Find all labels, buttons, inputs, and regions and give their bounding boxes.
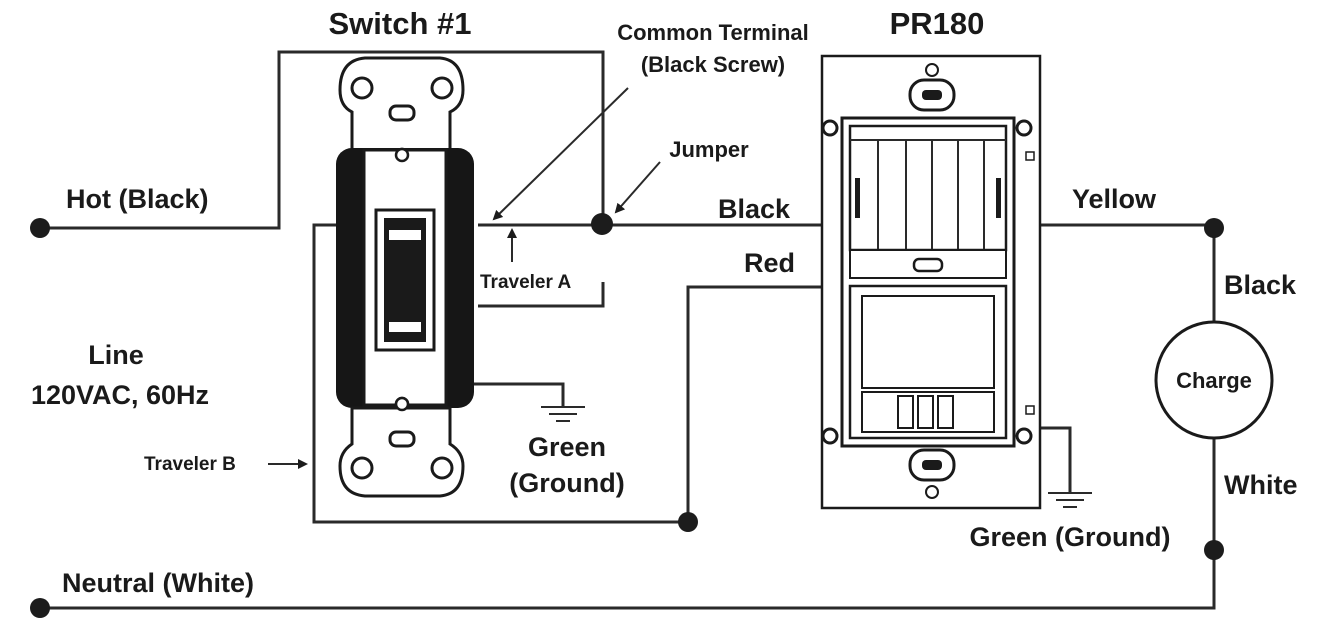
switch-bottom-strap: [338, 406, 465, 498]
red-wire-label: Red: [744, 248, 795, 278]
jumper-label: Jumper: [669, 137, 749, 162]
charge-load: [1154, 320, 1274, 440]
red-wire: [686, 285, 822, 522]
traveler-red-junction-dot: [678, 512, 698, 532]
switch-ground-label-line1: Green: [528, 432, 606, 462]
switch-top-strap: [338, 56, 465, 152]
line-label-line1: Line: [88, 340, 144, 370]
traveler-a-wire: [478, 282, 605, 308]
jumper-arrow: [614, 161, 661, 214]
hot-wire: [40, 50, 605, 230]
sensor-title: PR180: [890, 6, 985, 41]
sensor-ground-label: Green (Ground): [970, 522, 1171, 552]
traveler-a-label: Traveler A: [480, 272, 571, 293]
charge-label: Charge: [1176, 368, 1252, 393]
neutral-label: Neutral (White): [62, 568, 254, 598]
common-terminal-label-line1: Common Terminal: [617, 20, 809, 45]
sensor-lens: [848, 124, 1008, 252]
switch-ground-wire: [470, 382, 565, 406]
yellow-load-junction-dot: [1204, 218, 1224, 238]
switch-ground-label-line2: (Ground): [509, 468, 624, 498]
neutral-terminal-dot: [30, 598, 50, 618]
common-terminal-label-line2: (Black Screw): [641, 52, 785, 77]
switch-ground-symbol: [541, 406, 585, 422]
jumper-junction-dot: [591, 213, 613, 235]
yellow-wire-label: Yellow: [1072, 184, 1157, 214]
switch-title: Switch #1: [329, 6, 472, 41]
traveler-b-wire: [312, 223, 688, 524]
sensor-ground-wire: [1040, 426, 1072, 492]
load-white-label: White: [1224, 470, 1298, 500]
load-white-wire: [40, 438, 1216, 610]
sensor-screw: [821, 119, 1033, 445]
common-terminal-arrow: [492, 87, 629, 221]
traveler-b-label: Traveler B: [144, 454, 236, 475]
hot-label: Hot (Black): [66, 184, 209, 214]
switch-1: [336, 56, 474, 498]
white-neutral-junction-dot: [1204, 540, 1224, 560]
pr180-sensor: [820, 54, 1042, 510]
sensor-ground-symbol: [1048, 492, 1092, 508]
hot-terminal-dot: [30, 218, 50, 238]
load-black-label: Black: [1224, 270, 1297, 300]
line-label-line2: 120VAC, 60Hz: [31, 380, 209, 410]
black-wire-label: Black: [718, 194, 791, 224]
yellow-wire: [1040, 223, 1216, 322]
